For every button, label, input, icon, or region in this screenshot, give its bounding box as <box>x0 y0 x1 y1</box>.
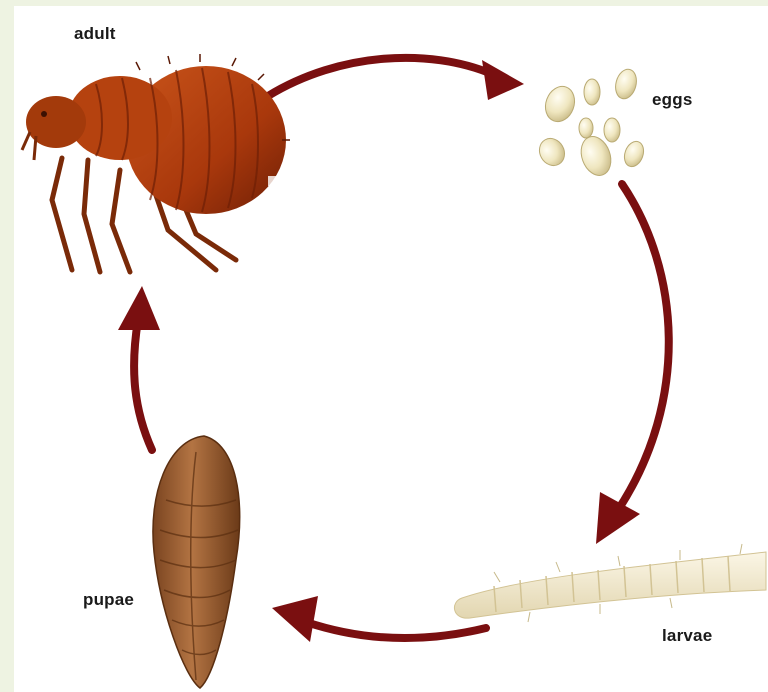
stage-label-larvae: larvae <box>662 626 712 646</box>
stage-label-eggs: eggs <box>652 90 692 110</box>
stage-label-adult: adult <box>74 24 116 44</box>
left-strip <box>0 420 14 692</box>
stage-label-pupae: pupae <box>83 590 134 610</box>
